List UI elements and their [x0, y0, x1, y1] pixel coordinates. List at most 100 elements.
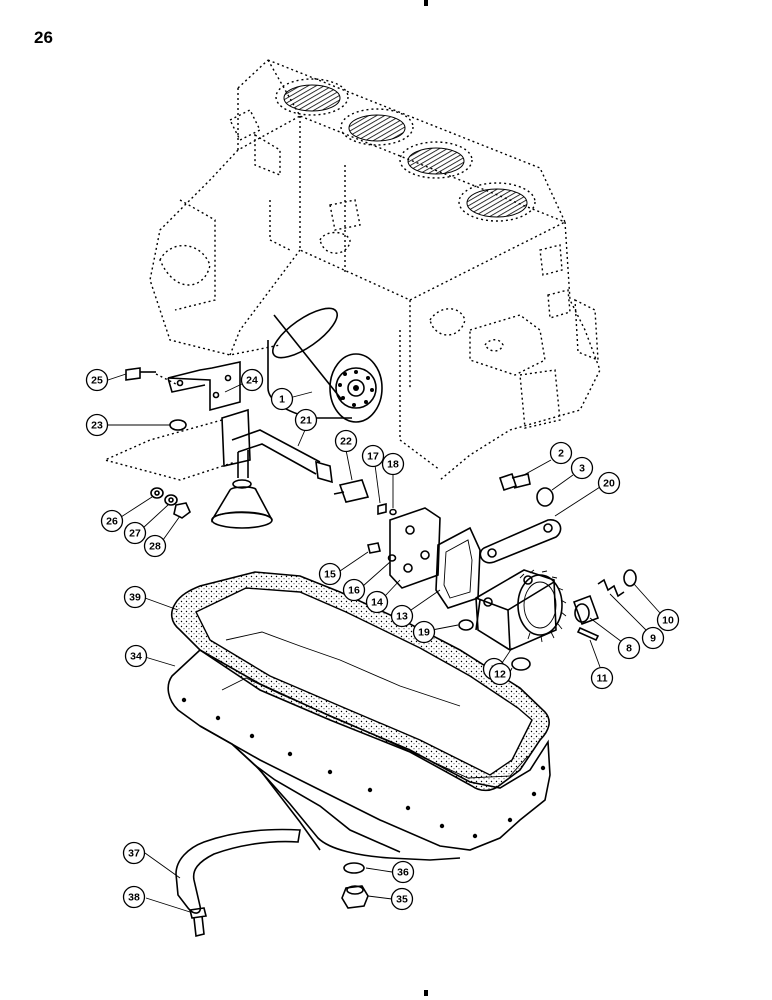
callout-12: 12 [488, 662, 512, 686]
callout-23: 23 [85, 413, 109, 437]
callout-16: 16 [342, 578, 366, 602]
callout-circle [124, 644, 148, 668]
callout-circle [318, 562, 342, 586]
callout-number: 23 [91, 420, 103, 432]
callout-36: 36 [391, 860, 415, 884]
callout-1: 1 [270, 387, 294, 411]
callout-number: 18 [387, 459, 399, 471]
bolt-38 [189, 907, 207, 937]
callout-circle [488, 662, 512, 686]
adapter-22 [333, 479, 370, 503]
callout-number: 34 [130, 651, 142, 663]
relief-valve-cap-10 [623, 569, 637, 587]
callout-circle [85, 413, 109, 437]
callout-circle [100, 509, 124, 533]
relief-valve-spring-9 [597, 578, 625, 598]
callout-circle [390, 604, 414, 628]
callout-circle [390, 887, 414, 911]
o-ring-19 [458, 619, 474, 631]
top-registration-mark [424, 0, 428, 6]
callout-number: 36 [397, 867, 409, 879]
callout-27: 27 [123, 521, 147, 545]
callout-number: 37 [128, 848, 140, 860]
callout-circle [361, 444, 385, 468]
callout-26: 26 [100, 509, 124, 533]
strainer-plate-20 [479, 519, 562, 564]
relief-valve-plunger-8 [572, 594, 600, 626]
bottom-registration-mark [424, 990, 428, 996]
callout-circle [123, 521, 147, 545]
cover-plate-14 [389, 507, 441, 589]
callout-28: 28 [143, 534, 167, 558]
callout-35: 35 [390, 887, 414, 911]
callout-number: 20 [603, 478, 615, 490]
callout-circle [391, 860, 415, 884]
oil-fill-tube [102, 408, 333, 529]
callout-circle [365, 590, 389, 614]
callout-circle [381, 452, 405, 476]
oil-pan-34 [167, 631, 551, 861]
callout-number: 13 [396, 611, 408, 623]
bolt-25 [125, 367, 177, 385]
callout-15: 15 [318, 562, 342, 586]
callout-circle [590, 666, 614, 690]
callout-number: 8 [626, 643, 632, 655]
callout-9: 9 [641, 626, 665, 650]
callout-number: 27 [129, 528, 141, 540]
engine-block-phantom [149, 58, 601, 481]
callout-39: 39 [123, 585, 147, 609]
support-bracket-37 [175, 828, 301, 914]
washer-23 [169, 419, 187, 431]
callout-number: 38 [128, 892, 140, 904]
callout-circle [122, 841, 146, 865]
callout-circle [270, 387, 294, 411]
callout-circle [123, 585, 147, 609]
callout-circle [656, 608, 680, 632]
callout-circle [641, 626, 665, 650]
pin-11 [576, 626, 600, 642]
callout-19: 19 [412, 620, 436, 644]
callout-number: 14 [371, 597, 383, 609]
callout-number: 22 [340, 436, 352, 448]
cylinder-bores [275, 78, 536, 222]
washer-3 [536, 487, 554, 507]
callout-number: 26 [106, 516, 118, 528]
callout-circle [85, 368, 109, 392]
drain-plug-35 [341, 885, 369, 909]
callout-number: 1 [279, 394, 285, 406]
callout-37: 37 [122, 841, 146, 865]
callout-number: 25 [91, 375, 103, 387]
washer-16 [387, 554, 397, 562]
callout-circle [240, 368, 264, 392]
callout-17: 17 [361, 444, 385, 468]
callout-number: 10 [662, 615, 674, 627]
callout-number: 2 [558, 448, 564, 460]
dipstick-bracket [167, 361, 241, 412]
callout-circle [143, 534, 167, 558]
washer-18 [389, 508, 397, 516]
callout-number: 39 [129, 592, 141, 604]
callout-number: 11 [596, 673, 607, 685]
callout-circle [570, 456, 594, 480]
bolt-15 [367, 542, 381, 554]
callout-circle [294, 408, 318, 432]
callout-leaders [107, 373, 661, 913]
callout-14: 14 [365, 590, 389, 614]
callout-2: 2 [549, 441, 573, 465]
callout-circle [122, 885, 146, 909]
pump-gasket-13 [435, 526, 481, 609]
oil-pump-7 [475, 569, 567, 651]
callout-number: 3 [579, 463, 585, 475]
callout-13: 13 [390, 604, 414, 628]
callout-circle [334, 429, 358, 453]
callout-25: 25 [85, 368, 109, 392]
callout-number: 28 [149, 541, 161, 553]
callout-number: 16 [348, 585, 360, 597]
fittings-26-27-28 [150, 487, 191, 519]
callout-21: 21 [294, 408, 318, 432]
callout-34: 34 [124, 644, 148, 668]
callout-3: 3 [570, 456, 594, 480]
callout-18: 18 [381, 452, 405, 476]
bolt-2 [498, 472, 531, 492]
callout-circle [342, 578, 366, 602]
